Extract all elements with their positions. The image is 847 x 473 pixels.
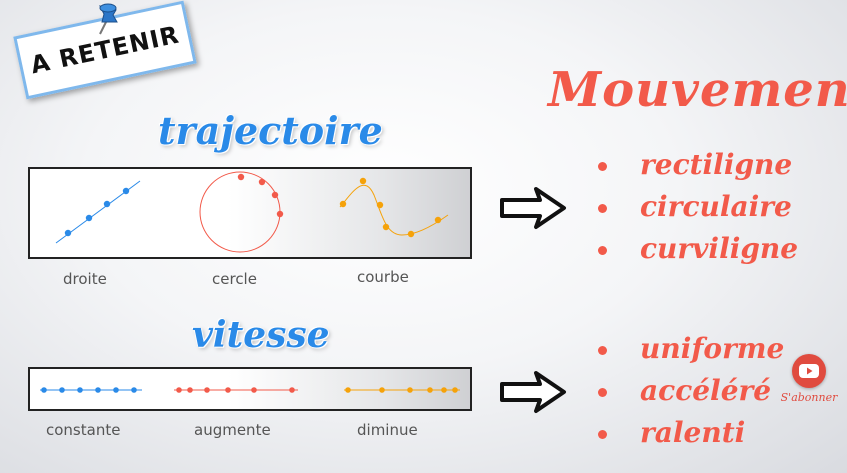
youtube-play-icon[interactable]	[792, 354, 826, 388]
decreasing-point	[379, 387, 385, 393]
bullet-icon	[598, 388, 607, 397]
decreasing-speed	[344, 387, 460, 393]
constant-point	[77, 387, 83, 393]
constant-speed	[40, 387, 142, 393]
caption-droite: droite	[63, 270, 107, 288]
list-item: uniforme	[598, 332, 784, 374]
bullet-icon	[598, 204, 607, 213]
vitesse-diagram	[40, 387, 460, 393]
type-circulaire: circulaire	[640, 190, 792, 223]
movement-speed-list: uniforme accéléré ralenti	[598, 332, 784, 458]
circle-point	[271, 191, 279, 199]
caption-constante: constante	[46, 421, 121, 439]
arrow-right-icon	[500, 371, 566, 413]
circle-path	[199, 171, 281, 253]
decreasing-point	[407, 387, 413, 393]
curved-trajectory	[339, 177, 449, 238]
movement-type-list: rectiligne circulaire curviligne	[598, 148, 798, 274]
constant-point	[131, 387, 137, 393]
circle-point	[276, 210, 284, 218]
constant-point	[41, 387, 47, 393]
vitesse-title: vitesse	[192, 314, 330, 356]
circle-point	[237, 173, 245, 181]
trajectoire-title: trajectoire	[158, 108, 383, 153]
curve-point	[376, 201, 384, 209]
increasing-point	[187, 387, 193, 393]
subscribe-label: S'abonner	[780, 391, 838, 404]
bullet-icon	[598, 246, 607, 255]
increasing-point	[204, 387, 210, 393]
circle-point	[258, 178, 266, 186]
trajectoire-diagram	[55, 171, 449, 253]
decreasing-point	[441, 387, 447, 393]
curve-point	[407, 230, 415, 238]
constant-point	[59, 387, 65, 393]
subscribe-button[interactable]: S'abonner	[779, 354, 839, 404]
list-item: rectiligne	[598, 148, 798, 190]
curve-point	[434, 216, 442, 224]
increasing-point	[251, 387, 257, 393]
increasing-point	[176, 387, 182, 393]
push-pin-icon	[99, 3, 118, 35]
speed-uniforme: uniforme	[640, 332, 785, 365]
circular-trajectory	[199, 171, 284, 253]
mouvement-title: Mouvement	[548, 62, 847, 118]
list-item: curviligne	[598, 232, 798, 274]
caption-courbe: courbe	[357, 268, 409, 286]
decreasing-point	[345, 387, 351, 393]
type-curviligne: curviligne	[640, 232, 799, 265]
straight-point	[64, 229, 72, 237]
caption-cercle: cercle	[212, 270, 257, 288]
curve-point	[339, 200, 347, 208]
straight-trajectory	[55, 180, 141, 244]
straight-point	[122, 187, 130, 195]
constant-point	[95, 387, 101, 393]
straight-point	[103, 200, 111, 208]
vitesse-panel	[28, 367, 472, 411]
arrow-right-icon	[500, 187, 566, 229]
increasing-speed	[174, 387, 298, 393]
speed-accelere: accéléré	[640, 374, 772, 407]
bullet-icon	[598, 346, 607, 355]
constant-point	[113, 387, 119, 393]
curve-point	[382, 223, 390, 231]
list-item: circulaire	[598, 190, 798, 232]
curve-point	[359, 177, 367, 185]
type-rectiligne: rectiligne	[640, 148, 793, 181]
straight-point	[85, 214, 93, 222]
speed-ralenti: ralenti	[640, 416, 746, 449]
bullet-icon	[598, 162, 607, 171]
decreasing-point	[427, 387, 433, 393]
increasing-point	[225, 387, 231, 393]
bullet-icon	[598, 430, 607, 439]
increasing-point	[289, 387, 295, 393]
trajectoire-panel	[28, 167, 472, 259]
list-item: accéléré	[598, 374, 784, 416]
caption-augmente: augmente	[194, 421, 271, 439]
curve-path	[339, 184, 449, 236]
caption-diminue: diminue	[357, 421, 418, 439]
list-item: ralenti	[598, 416, 784, 458]
decreasing-point	[452, 387, 458, 393]
